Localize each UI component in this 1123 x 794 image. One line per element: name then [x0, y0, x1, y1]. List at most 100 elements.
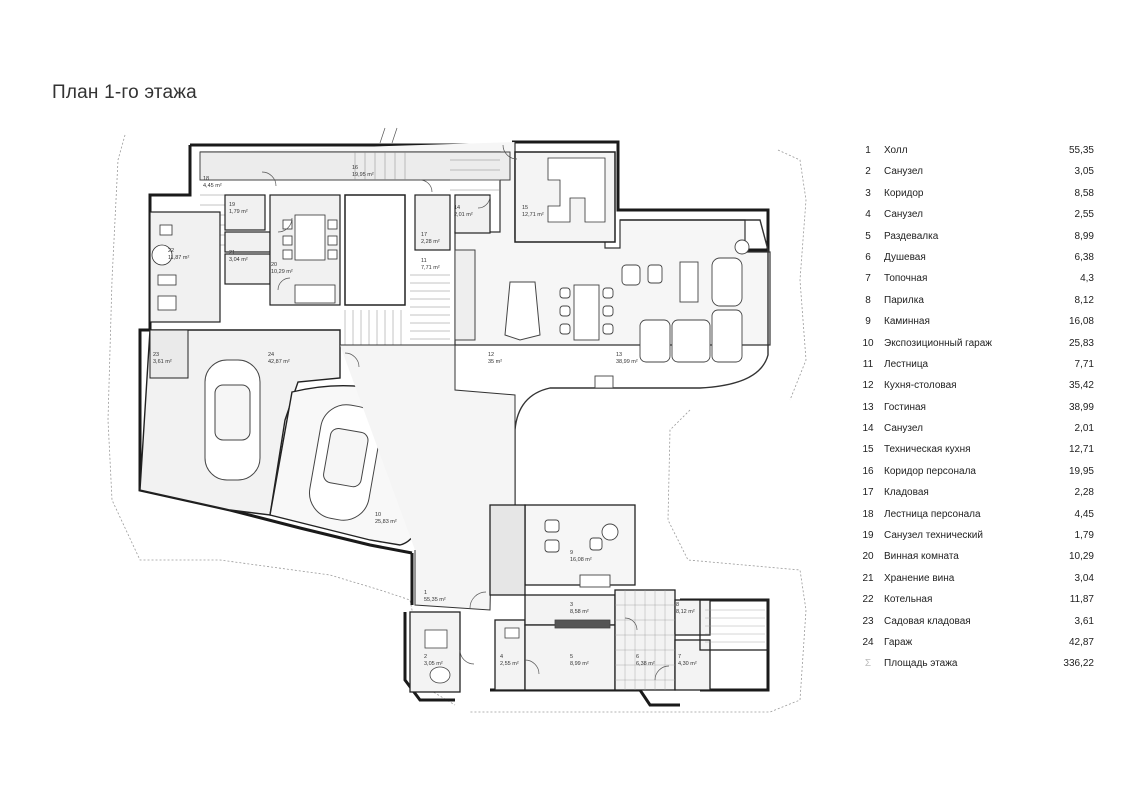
- legend-room-area: 1,79: [1074, 530, 1094, 542]
- legend-room-area: 35,42: [1068, 380, 1094, 392]
- legend-room-area: 25,83: [1068, 337, 1094, 349]
- legend-row: 2 Санузел 3,05: [858, 161, 1094, 182]
- legend-number: 15: [862, 444, 874, 456]
- legend-room-name: Гараж: [884, 636, 913, 648]
- legend-number: 11: [862, 358, 874, 370]
- legend-room-name: Санузел: [884, 166, 923, 178]
- legend-room-area: 3,61: [1074, 615, 1094, 627]
- legend-room-name: Лестница: [884, 358, 929, 370]
- car-1: [204, 359, 261, 481]
- legend-room-area: 19,95: [1068, 465, 1094, 477]
- site-outline: [107, 134, 807, 713]
- legend-number: 6: [865, 251, 871, 263]
- legend-room-area: 8,99: [1074, 230, 1094, 242]
- legend-number: Σ: [864, 658, 872, 670]
- living-room-wall: [514, 219, 769, 505]
- living-furniture: [594, 239, 750, 389]
- legend-room-name: Кладовая: [884, 487, 929, 499]
- legend-room-name: Топочная: [884, 273, 928, 285]
- legend-room-area: 8,12: [1074, 294, 1094, 306]
- legend-row: 16 Коридор персонала 19,95: [858, 461, 1094, 482]
- shower-grid: [615, 590, 765, 690]
- legend-room-name: Коридор персонала: [884, 465, 976, 477]
- legend-room-area: 3,05: [1074, 166, 1094, 178]
- legend-number: 2: [865, 166, 871, 178]
- legend-room-name: Экспозиционный гараж: [884, 337, 992, 349]
- legend-number: 7: [865, 273, 871, 285]
- legend-room-name: Винная комната: [884, 551, 959, 563]
- legend-room-name: Садовая кладовая: [884, 615, 971, 627]
- legend-room-name: Гостиная: [884, 401, 926, 413]
- legend-room-area: 2,55: [1074, 209, 1094, 221]
- stair-well: [344, 194, 406, 306]
- legend-room-name: Холл: [884, 145, 908, 156]
- legend-room-area: 4,3: [1080, 273, 1094, 285]
- legend-number: 8: [865, 294, 871, 306]
- legend-room-area: 16,08: [1068, 316, 1094, 328]
- legend-room-area: 10,29: [1068, 551, 1094, 563]
- legend-room-name: Котельная: [884, 594, 933, 606]
- legend-number: 23: [862, 615, 874, 627]
- legend-row: 7 Топочная 4,3: [858, 268, 1094, 289]
- legend-number: 5: [865, 230, 871, 242]
- boiler-equipment: [151, 224, 177, 311]
- legend-row: 23 Садовая кладовая 3,61: [858, 611, 1094, 632]
- legend-number: 17: [862, 487, 874, 499]
- fireplace-wall: [489, 504, 526, 596]
- legend-number: 20: [862, 551, 874, 563]
- legend-room-name: Раздевалка: [884, 230, 939, 242]
- legend-room-area: 8,58: [1074, 187, 1094, 199]
- legend-room-name: Каминная: [884, 316, 930, 328]
- legend-number: 1: [865, 145, 871, 156]
- legend-room-area: 42,87: [1068, 636, 1094, 648]
- legend-room-area: 2,28: [1074, 487, 1094, 499]
- legend-number: 19: [862, 530, 874, 542]
- legend-room-name: Лестница персонала: [884, 508, 981, 520]
- legend-room-area: 3,04: [1074, 572, 1094, 584]
- legend-room-name: Техническая кухня: [884, 444, 971, 456]
- legend-row: 5 Раздевалка 8,99: [858, 226, 1094, 247]
- legend-number: 3: [865, 187, 871, 199]
- doors: [261, 127, 670, 681]
- legend-number: 21: [862, 572, 874, 584]
- legend-row: 11 Лестница 7,71: [858, 354, 1094, 375]
- legend-room-area: 4,45: [1074, 508, 1094, 520]
- legend-number: 16: [862, 465, 874, 477]
- bathroom-fixtures: [424, 619, 611, 684]
- legend-room-area: 11,87: [1069, 594, 1094, 606]
- fireplace-room: [524, 504, 636, 586]
- legend-number: 9: [865, 316, 871, 328]
- legend-room-area: 7,71: [1074, 358, 1094, 370]
- legend-room-name: Душевая: [884, 251, 926, 263]
- legend-room-area: 38,99: [1068, 401, 1094, 413]
- garden-storage: [149, 329, 189, 379]
